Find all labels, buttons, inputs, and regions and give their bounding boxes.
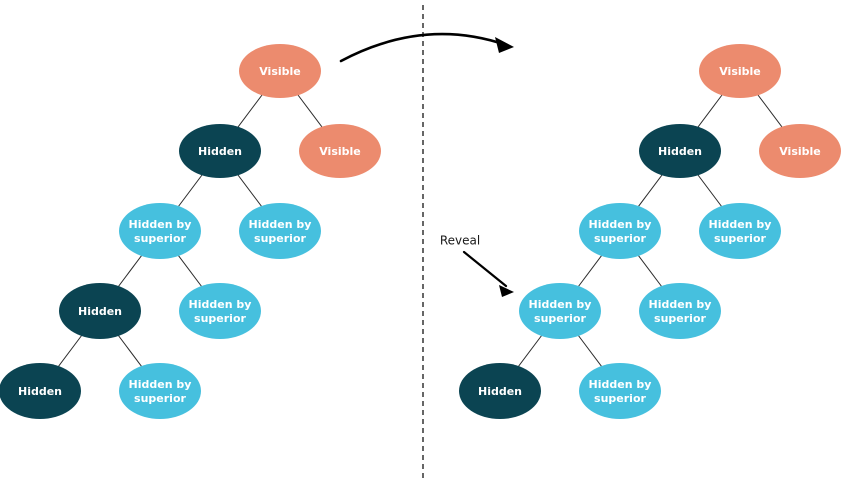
- node-R8[interactable]: Hidden: [459, 363, 541, 419]
- node-L8[interactable]: Hidden: [0, 363, 81, 419]
- node-shape-hidden[interactable]: [639, 124, 721, 178]
- node-label: Visible: [779, 145, 821, 158]
- node-shape-hidden[interactable]: [0, 363, 81, 419]
- node-label: Hidden: [78, 305, 122, 318]
- node-L5[interactable]: Hidden by superior: [239, 203, 321, 259]
- node-label-line2: superior: [254, 232, 306, 245]
- node-L1[interactable]: Visible: [239, 44, 321, 98]
- node-label-line2: superior: [654, 312, 706, 325]
- node-L9[interactable]: Hidden by superior: [119, 363, 201, 419]
- node-label: Hidden: [18, 385, 62, 398]
- node-label-line1: Hidden by: [249, 218, 312, 231]
- node-label-line1: Hidden by: [589, 218, 652, 231]
- node-R7[interactable]: Hidden by superior: [639, 283, 721, 339]
- transform-arrow: [339, 32, 514, 63]
- node-label-line1: Hidden by: [529, 298, 592, 311]
- node-label-line2: superior: [594, 392, 646, 405]
- node-label: Hidden: [658, 145, 702, 158]
- node-R4[interactable]: Hidden by superior: [579, 203, 661, 259]
- node-shape-visible[interactable]: [299, 124, 381, 178]
- node-R1[interactable]: Visible: [699, 44, 781, 98]
- node-shape-visible[interactable]: [759, 124, 841, 178]
- node-label-line2: superior: [534, 312, 586, 325]
- reveal-arrow-head: [499, 285, 514, 297]
- node-label-line2: superior: [714, 232, 766, 245]
- node-label-line1: Hidden by: [589, 378, 652, 391]
- node-label-line1: Hidden by: [649, 298, 712, 311]
- node-label-line2: superior: [594, 232, 646, 245]
- reveal-arrow-line: [462, 250, 508, 288]
- node-shape-hidden-by-superior[interactable]: [119, 363, 201, 419]
- node-L6[interactable]: Hidden: [59, 283, 141, 339]
- node-label-line1: Hidden by: [129, 218, 192, 231]
- node-label-line1: Hidden by: [709, 218, 772, 231]
- node-L7[interactable]: Hidden by superior: [179, 283, 261, 339]
- after-state-tree: Visible Hidden Visible Hidden by superio…: [459, 44, 841, 419]
- node-shape-hidden[interactable]: [459, 363, 541, 419]
- node-R9[interactable]: Hidden by superior: [579, 363, 661, 419]
- node-label-line1: Hidden by: [189, 298, 252, 311]
- node-label: Hidden: [478, 385, 522, 398]
- node-shape-hidden-by-superior[interactable]: [699, 203, 781, 259]
- node-R3[interactable]: Visible: [759, 124, 841, 178]
- node-L4[interactable]: Hidden by superior: [119, 203, 201, 259]
- node-label: Hidden: [198, 145, 242, 158]
- node-L3[interactable]: Visible: [299, 124, 381, 178]
- node-shape-hidden-by-superior[interactable]: [179, 283, 261, 339]
- node-shape-hidden-by-superior[interactable]: [119, 203, 201, 259]
- node-shape-hidden-by-superior[interactable]: [579, 203, 661, 259]
- node-shape-hidden[interactable]: [179, 124, 261, 178]
- node-R2[interactable]: Hidden: [639, 124, 721, 178]
- transform-arrow-curve: [339, 32, 508, 63]
- reveal-annotation: Reveal: [440, 234, 514, 297]
- node-shape-hidden-by-superior[interactable]: [519, 283, 601, 339]
- node-shape-hidden-by-superior[interactable]: [239, 203, 321, 259]
- node-R6[interactable]: Hidden by superior: [519, 283, 601, 339]
- node-label: Visible: [259, 65, 301, 78]
- node-shape-visible[interactable]: [699, 44, 781, 98]
- node-label-line2: superior: [194, 312, 246, 325]
- node-shape-visible[interactable]: [239, 44, 321, 98]
- node-label-line2: superior: [134, 232, 186, 245]
- node-L2[interactable]: Hidden: [179, 124, 261, 178]
- reveal-label: Reveal: [440, 234, 480, 248]
- node-label-line2: superior: [134, 392, 186, 405]
- transform-arrow-head: [495, 37, 514, 53]
- node-R5[interactable]: Hidden by superior: [699, 203, 781, 259]
- node-shape-hidden-by-superior[interactable]: [579, 363, 661, 419]
- node-label-line1: Hidden by: [129, 378, 192, 391]
- node-shape-hidden-by-superior[interactable]: [639, 283, 721, 339]
- node-shape-hidden[interactable]: [59, 283, 141, 339]
- node-label: Visible: [319, 145, 361, 158]
- node-label: Visible: [719, 65, 761, 78]
- before-state-tree: Visible Hidden Visible Hidden by superio…: [0, 44, 381, 419]
